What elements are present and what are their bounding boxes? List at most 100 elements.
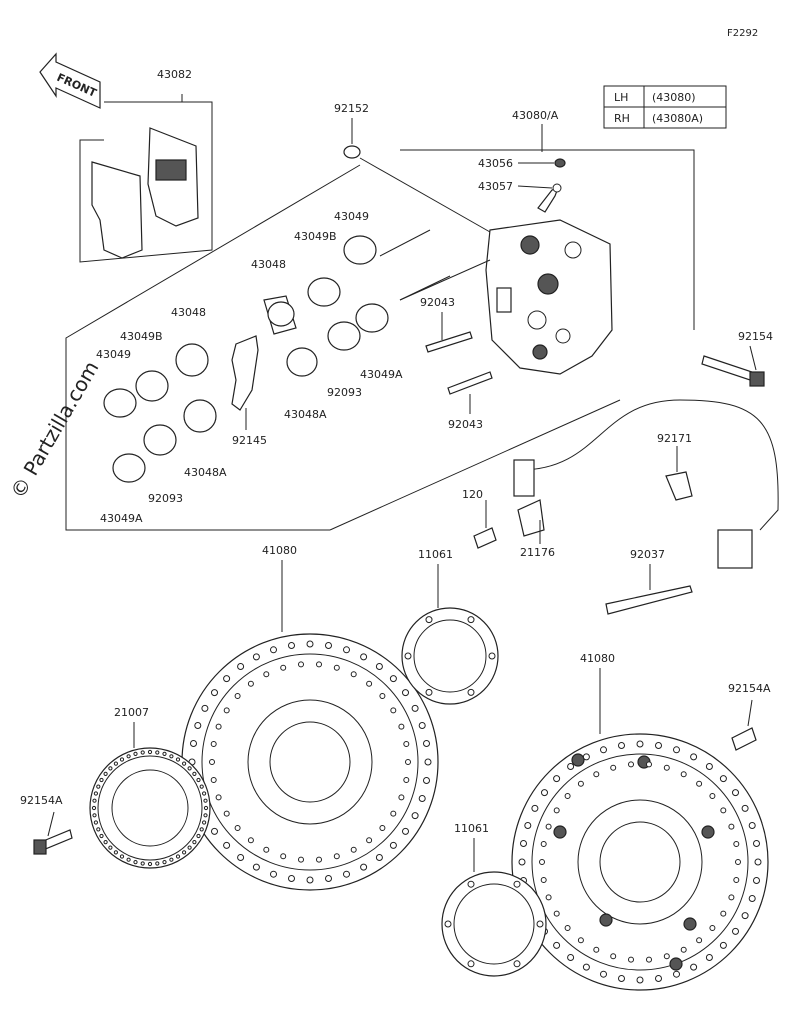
- disc-vent-hole: [108, 766, 113, 771]
- disc-vent-hole: [390, 810, 397, 817]
- disc-vent-hole: [113, 761, 119, 766]
- disc-vent-hole: [252, 653, 260, 661]
- disc-vent-hole: [126, 857, 131, 862]
- disc-vent-hole: [366, 837, 373, 844]
- disc-vent-hole: [333, 853, 340, 860]
- disc-vent-hole: [199, 784, 204, 789]
- disc-vent-hole: [350, 671, 357, 678]
- disc-vent-hole: [333, 664, 340, 671]
- disc-vent-hole: [646, 761, 652, 768]
- disc-vent-hole: [618, 975, 625, 982]
- disc-vent-hole: [203, 798, 208, 803]
- disc-vent-hole: [202, 820, 207, 825]
- disc-vent-hole: [103, 771, 108, 777]
- disc-vent-hole: [444, 920, 452, 928]
- disc-vent-hole: [753, 840, 760, 847]
- disc-vent-hole: [196, 777, 201, 783]
- disc-vent-hole: [316, 661, 322, 668]
- disc-vent-hole: [215, 723, 222, 730]
- disc-vent-hole: [263, 671, 270, 678]
- disc-vent-hole: [126, 754, 131, 759]
- disc-vent-hole: [93, 820, 99, 825]
- disc-vent-hole: [325, 642, 332, 649]
- disc-vent-hole: [280, 853, 287, 860]
- disc-vent-hole: [753, 877, 760, 884]
- disc-vent-hole: [343, 870, 350, 878]
- watermark: © Partzilla.com: [6, 357, 104, 503]
- disc-vent-hole: [741, 912, 749, 920]
- label-seal-43049a-mid: 43049A: [360, 368, 403, 381]
- disc-vent-hole: [719, 941, 727, 949]
- disc-vent-hole: [96, 827, 101, 832]
- disc-vent-hole: [288, 642, 295, 649]
- disc-bolts-92154a: [33, 699, 757, 855]
- disc-vent-hole: [748, 895, 756, 902]
- disc-vent-hole: [280, 664, 287, 671]
- label-seal-92093-low: 92093: [148, 492, 183, 505]
- label-bracket-21176: 21176: [520, 546, 555, 559]
- disc-vent-hole: [531, 804, 539, 812]
- disc-vent-hole: [418, 795, 426, 802]
- disc-vent-hole: [375, 854, 383, 861]
- disc-vent-hole: [567, 954, 575, 961]
- disc-vent-hole: [92, 798, 97, 803]
- disc-vent-hole: [389, 675, 397, 683]
- disc-vent-hole: [103, 840, 108, 845]
- disc-vent-hole: [247, 837, 254, 844]
- disc-vent-hole: [628, 956, 634, 963]
- disc-vent-hole: [610, 953, 617, 960]
- disc-vent-hole: [263, 846, 270, 853]
- disc-vent-hole: [411, 704, 419, 712]
- disc-vent-hole: [211, 827, 218, 835]
- disc-vent-hole: [298, 856, 304, 863]
- disc-vent-hole: [175, 757, 181, 762]
- disc-vent-hole: [733, 877, 740, 883]
- disc-vent-hole: [582, 963, 590, 971]
- disc-vent-hole: [513, 960, 521, 968]
- disc-vent-hole: [379, 825, 386, 831]
- disc-vent-hole: [655, 975, 662, 982]
- disc-vent-hole: [306, 876, 314, 884]
- disc-vent-hole: [680, 946, 687, 953]
- disc-vent-hole: [553, 775, 561, 783]
- disc-vent-hole: [199, 827, 204, 832]
- disc-vent-hole: [360, 863, 368, 871]
- disc-vent-hole: [404, 652, 412, 660]
- disc-vent-hole: [518, 858, 526, 866]
- disc-vent-hole: [418, 722, 426, 729]
- disc-vent-hole: [108, 845, 113, 850]
- label-bleeder-43057: 43057: [478, 180, 513, 193]
- disc-vent-hole: [663, 764, 670, 771]
- sensor-bolt-bracket: [473, 499, 545, 549]
- label-seal-43049a-low: 43049A: [100, 512, 143, 525]
- label-disc-41080-left: 41080: [262, 544, 297, 557]
- disc-vent-hole: [194, 722, 202, 729]
- disc-vent-hole: [696, 780, 703, 787]
- disc-vent-hole: [389, 841, 397, 849]
- disc-vent-hole: [524, 822, 532, 829]
- disc-vent-hole: [119, 757, 125, 762]
- front-direction-arrow: FRONT: [39, 52, 101, 109]
- disc-vent-hole: [405, 759, 411, 765]
- disc-vent-hole: [705, 763, 713, 770]
- disc-vent-hole: [190, 740, 197, 747]
- disc-vent-hole: [536, 920, 544, 928]
- disc-vent-hole: [741, 804, 749, 812]
- disc-vent-hole: [237, 854, 245, 861]
- disc-vent-hole: [553, 941, 561, 949]
- disc-vent-hole: [663, 953, 670, 960]
- label-piston-43048-top: 43048: [251, 258, 286, 271]
- disc-vent-hole: [209, 759, 215, 765]
- disc-vent-hole: [202, 791, 207, 796]
- disc-vent-hole: [567, 763, 575, 770]
- disc-vent-hole: [636, 976, 644, 984]
- label-pads-43082: 43082: [157, 68, 192, 81]
- disc-vent-hole: [147, 749, 153, 755]
- disc-vent-hole: [223, 707, 230, 714]
- disc-vent-hole: [350, 846, 357, 853]
- disc-vent-hole: [728, 823, 735, 830]
- disc-vent-hole: [467, 616, 475, 624]
- disc-vent-hole: [520, 840, 527, 847]
- disc-vent-hole: [467, 688, 475, 696]
- disc-vent-hole: [600, 746, 607, 754]
